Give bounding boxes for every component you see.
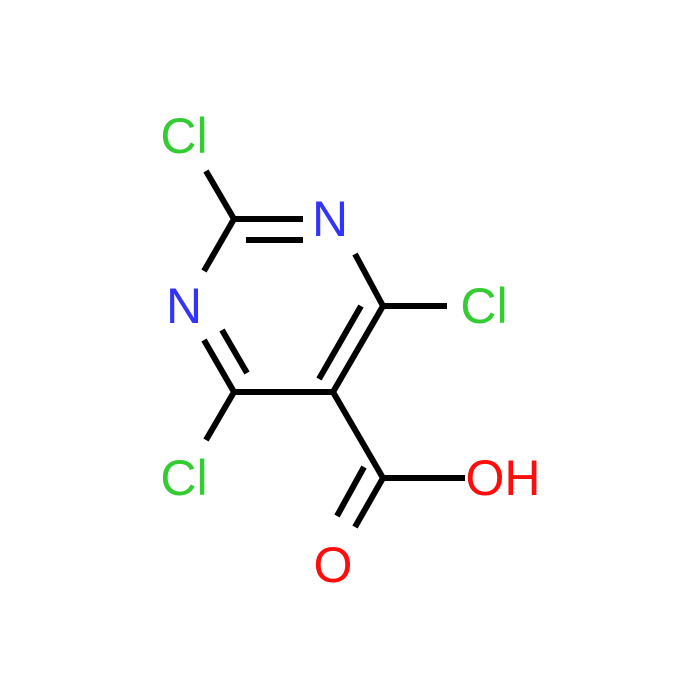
- atom-n-top: N: [312, 191, 348, 247]
- bond-c5-ccooh: [330, 390, 386, 480]
- bond-c-o: [352, 476, 386, 529]
- atom-cl-bottom: Cl: [160, 450, 207, 506]
- atom-n-left: N: [166, 278, 202, 334]
- bond-n1-c6: [201, 338, 237, 394]
- bond-n3-c4: [352, 252, 386, 308]
- atom-oh: OH: [466, 450, 541, 506]
- bonds: [201, 169, 465, 529]
- atom-o-carbonyl: O: [314, 537, 353, 593]
- bond-c4-c5-second: [316, 304, 364, 381]
- atom-cl-top: Cl: [160, 108, 207, 164]
- atom-labels: Cl N N Cl Cl OH O: [160, 108, 540, 593]
- atom-cl-right: Cl: [460, 278, 507, 334]
- bond-c6-cl: [203, 390, 237, 442]
- bond-n1-c6-second: [219, 328, 250, 375]
- bond-c4-c5: [330, 304, 386, 394]
- bond-c2-cl: [203, 169, 237, 221]
- bond-c2-n1: [201, 217, 237, 273]
- bond-c-o-second: [334, 465, 367, 518]
